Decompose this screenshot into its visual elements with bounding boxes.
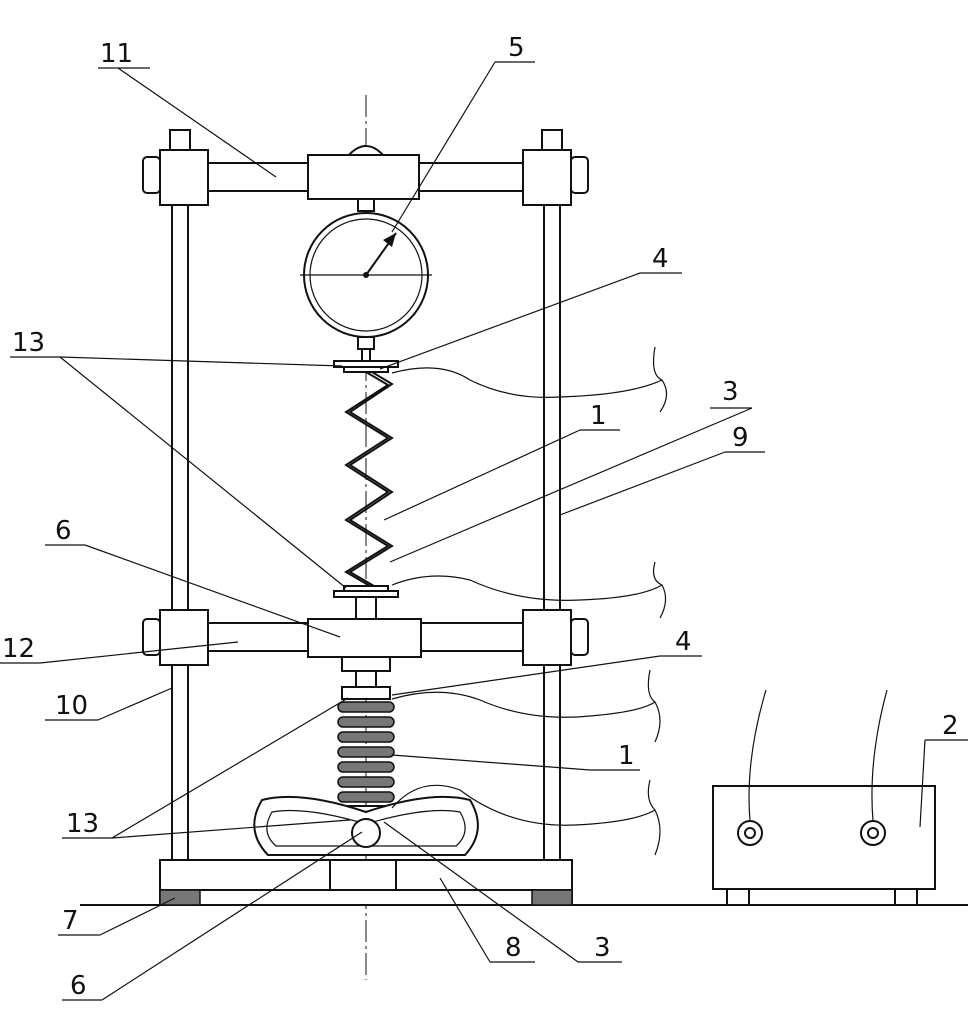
- label-4-lower: 4: [675, 627, 692, 657]
- label-1-upper: 1: [590, 401, 607, 431]
- label-10: 10: [55, 691, 88, 721]
- label-5: 5: [508, 33, 525, 63]
- label-13-lower: 13: [66, 809, 99, 839]
- label-9: 9: [732, 423, 749, 453]
- left-column: [169, 129, 191, 861]
- control-box: [712, 689, 936, 906]
- base-plate: [159, 859, 573, 906]
- label-3-upper: 3: [722, 377, 739, 407]
- label-4-upper: 4: [652, 244, 669, 274]
- dial-indicator: [300, 198, 432, 362]
- top-crossbar: [142, 145, 589, 206]
- upper-spring: [333, 360, 399, 620]
- label-6-upper: 6: [55, 516, 72, 546]
- label-6-lower: 6: [70, 971, 87, 1001]
- middle-crossbar: [142, 609, 589, 688]
- label-12: 12: [2, 634, 35, 664]
- label-7: 7: [62, 906, 79, 936]
- label-3-lower: 3: [594, 933, 611, 963]
- right-column: [541, 129, 563, 861]
- wire-curves: [391, 346, 668, 856]
- saddle-support: [253, 795, 479, 856]
- label-13-upper: 13: [12, 328, 45, 358]
- label-1-lower: 1: [618, 741, 635, 771]
- label-11: 11: [100, 39, 133, 69]
- label-8: 8: [505, 933, 522, 963]
- leader-lines: [0, 61, 968, 1001]
- label-2: 2: [942, 711, 959, 741]
- lower-spring: [337, 686, 395, 817]
